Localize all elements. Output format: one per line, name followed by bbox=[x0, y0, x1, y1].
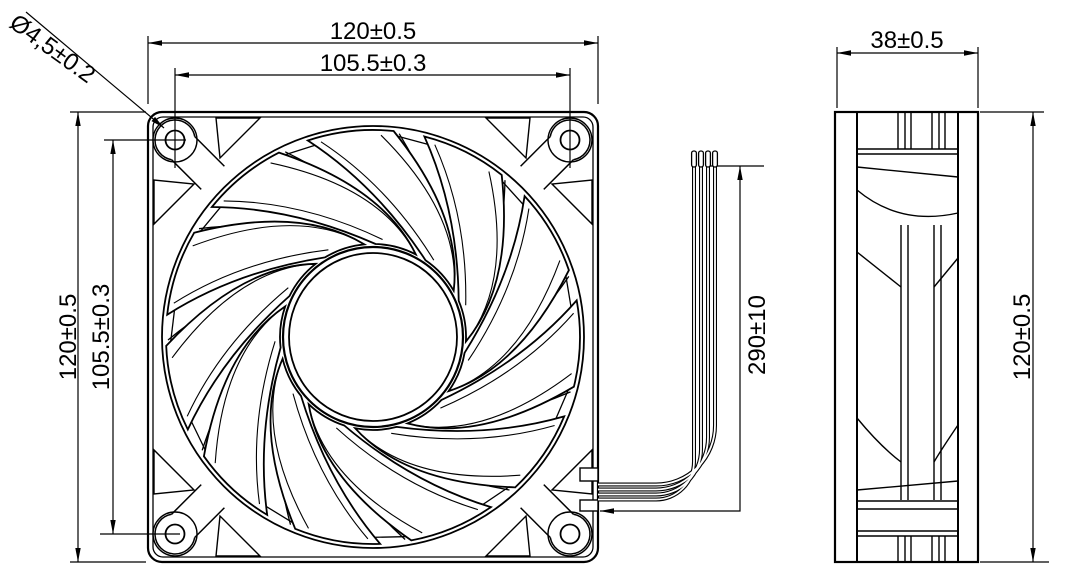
side-view bbox=[833, 110, 980, 564]
dim-side-height: 120±0.5 bbox=[1009, 294, 1036, 381]
dim-front-hole-spacing-h: 105.5±0.3 bbox=[320, 50, 427, 77]
dim-lead-length: 290±10 bbox=[744, 295, 771, 375]
dim-hole-diameter: Ø4,5±0.2 bbox=[4, 9, 100, 89]
dim-front-hole-spacing-v: 105.5±0.3 bbox=[88, 284, 115, 391]
dim-side-depth: 38±0.5 bbox=[870, 27, 943, 54]
dim-front-height: 120±0.5 bbox=[55, 294, 82, 381]
front-view bbox=[146, 110, 600, 564]
dimension-lines bbox=[25, 11, 1049, 563]
dimension-labels: 120±0.5 105.5±0.3 120±0.5 105.5±0.3 Ø4,5… bbox=[4, 9, 1036, 390]
dim-front-width: 120±0.5 bbox=[330, 18, 417, 45]
lead-wires bbox=[598, 150, 719, 502]
